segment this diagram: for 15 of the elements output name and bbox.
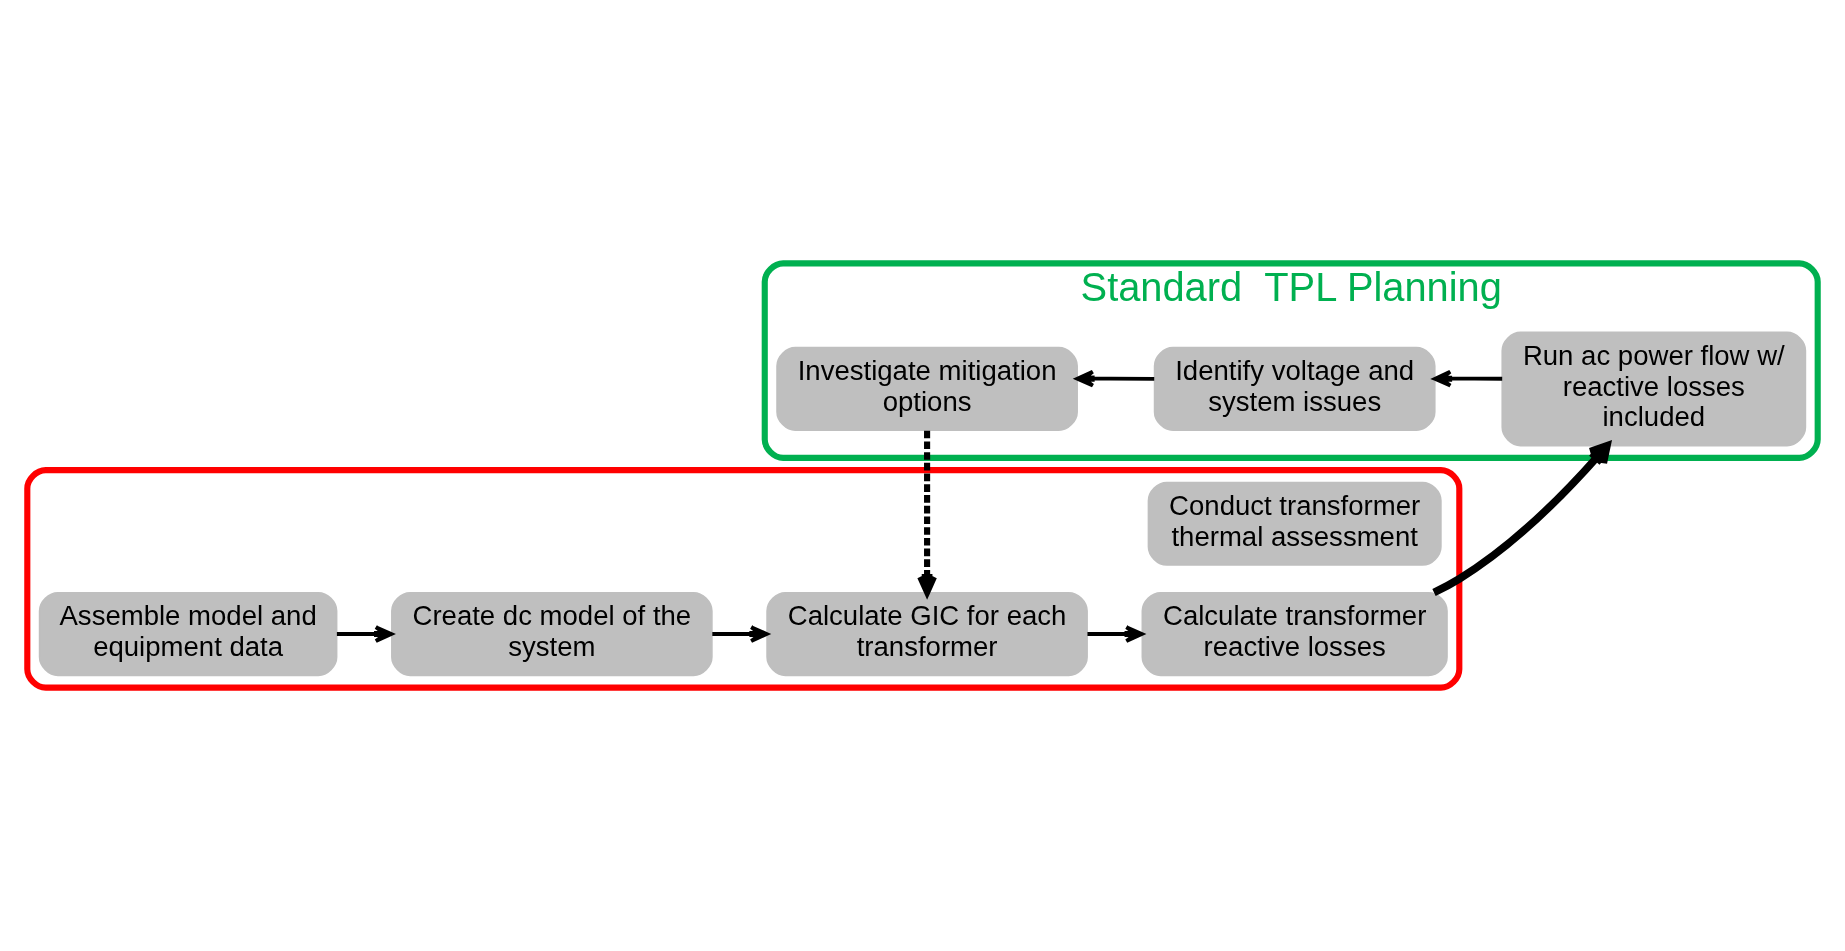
node-box: Calculate GIC for each transformer — [766, 591, 1088, 677]
node-box: Create dc model of the system — [391, 591, 713, 677]
node-box: Identify voltage and system issues — [1153, 346, 1436, 432]
arrow — [712, 625, 769, 643]
node-box: Assemble model and equipment data — [38, 591, 338, 677]
arrow — [336, 625, 394, 643]
node-box: Investigate mitigation options — [776, 346, 1078, 432]
node-box: Run ac power flow w/ reactive losses included — [1501, 331, 1807, 447]
arrow — [1432, 442, 1611, 596]
cluster — [24, 467, 1463, 691]
node-box: Calculate transformer reactive losses — [1141, 591, 1448, 677]
arrow — [1433, 369, 1503, 388]
arrow — [1075, 369, 1155, 388]
arrow — [1087, 625, 1144, 643]
node-box: Conduct transformer thermal assessment — [1147, 481, 1442, 566]
